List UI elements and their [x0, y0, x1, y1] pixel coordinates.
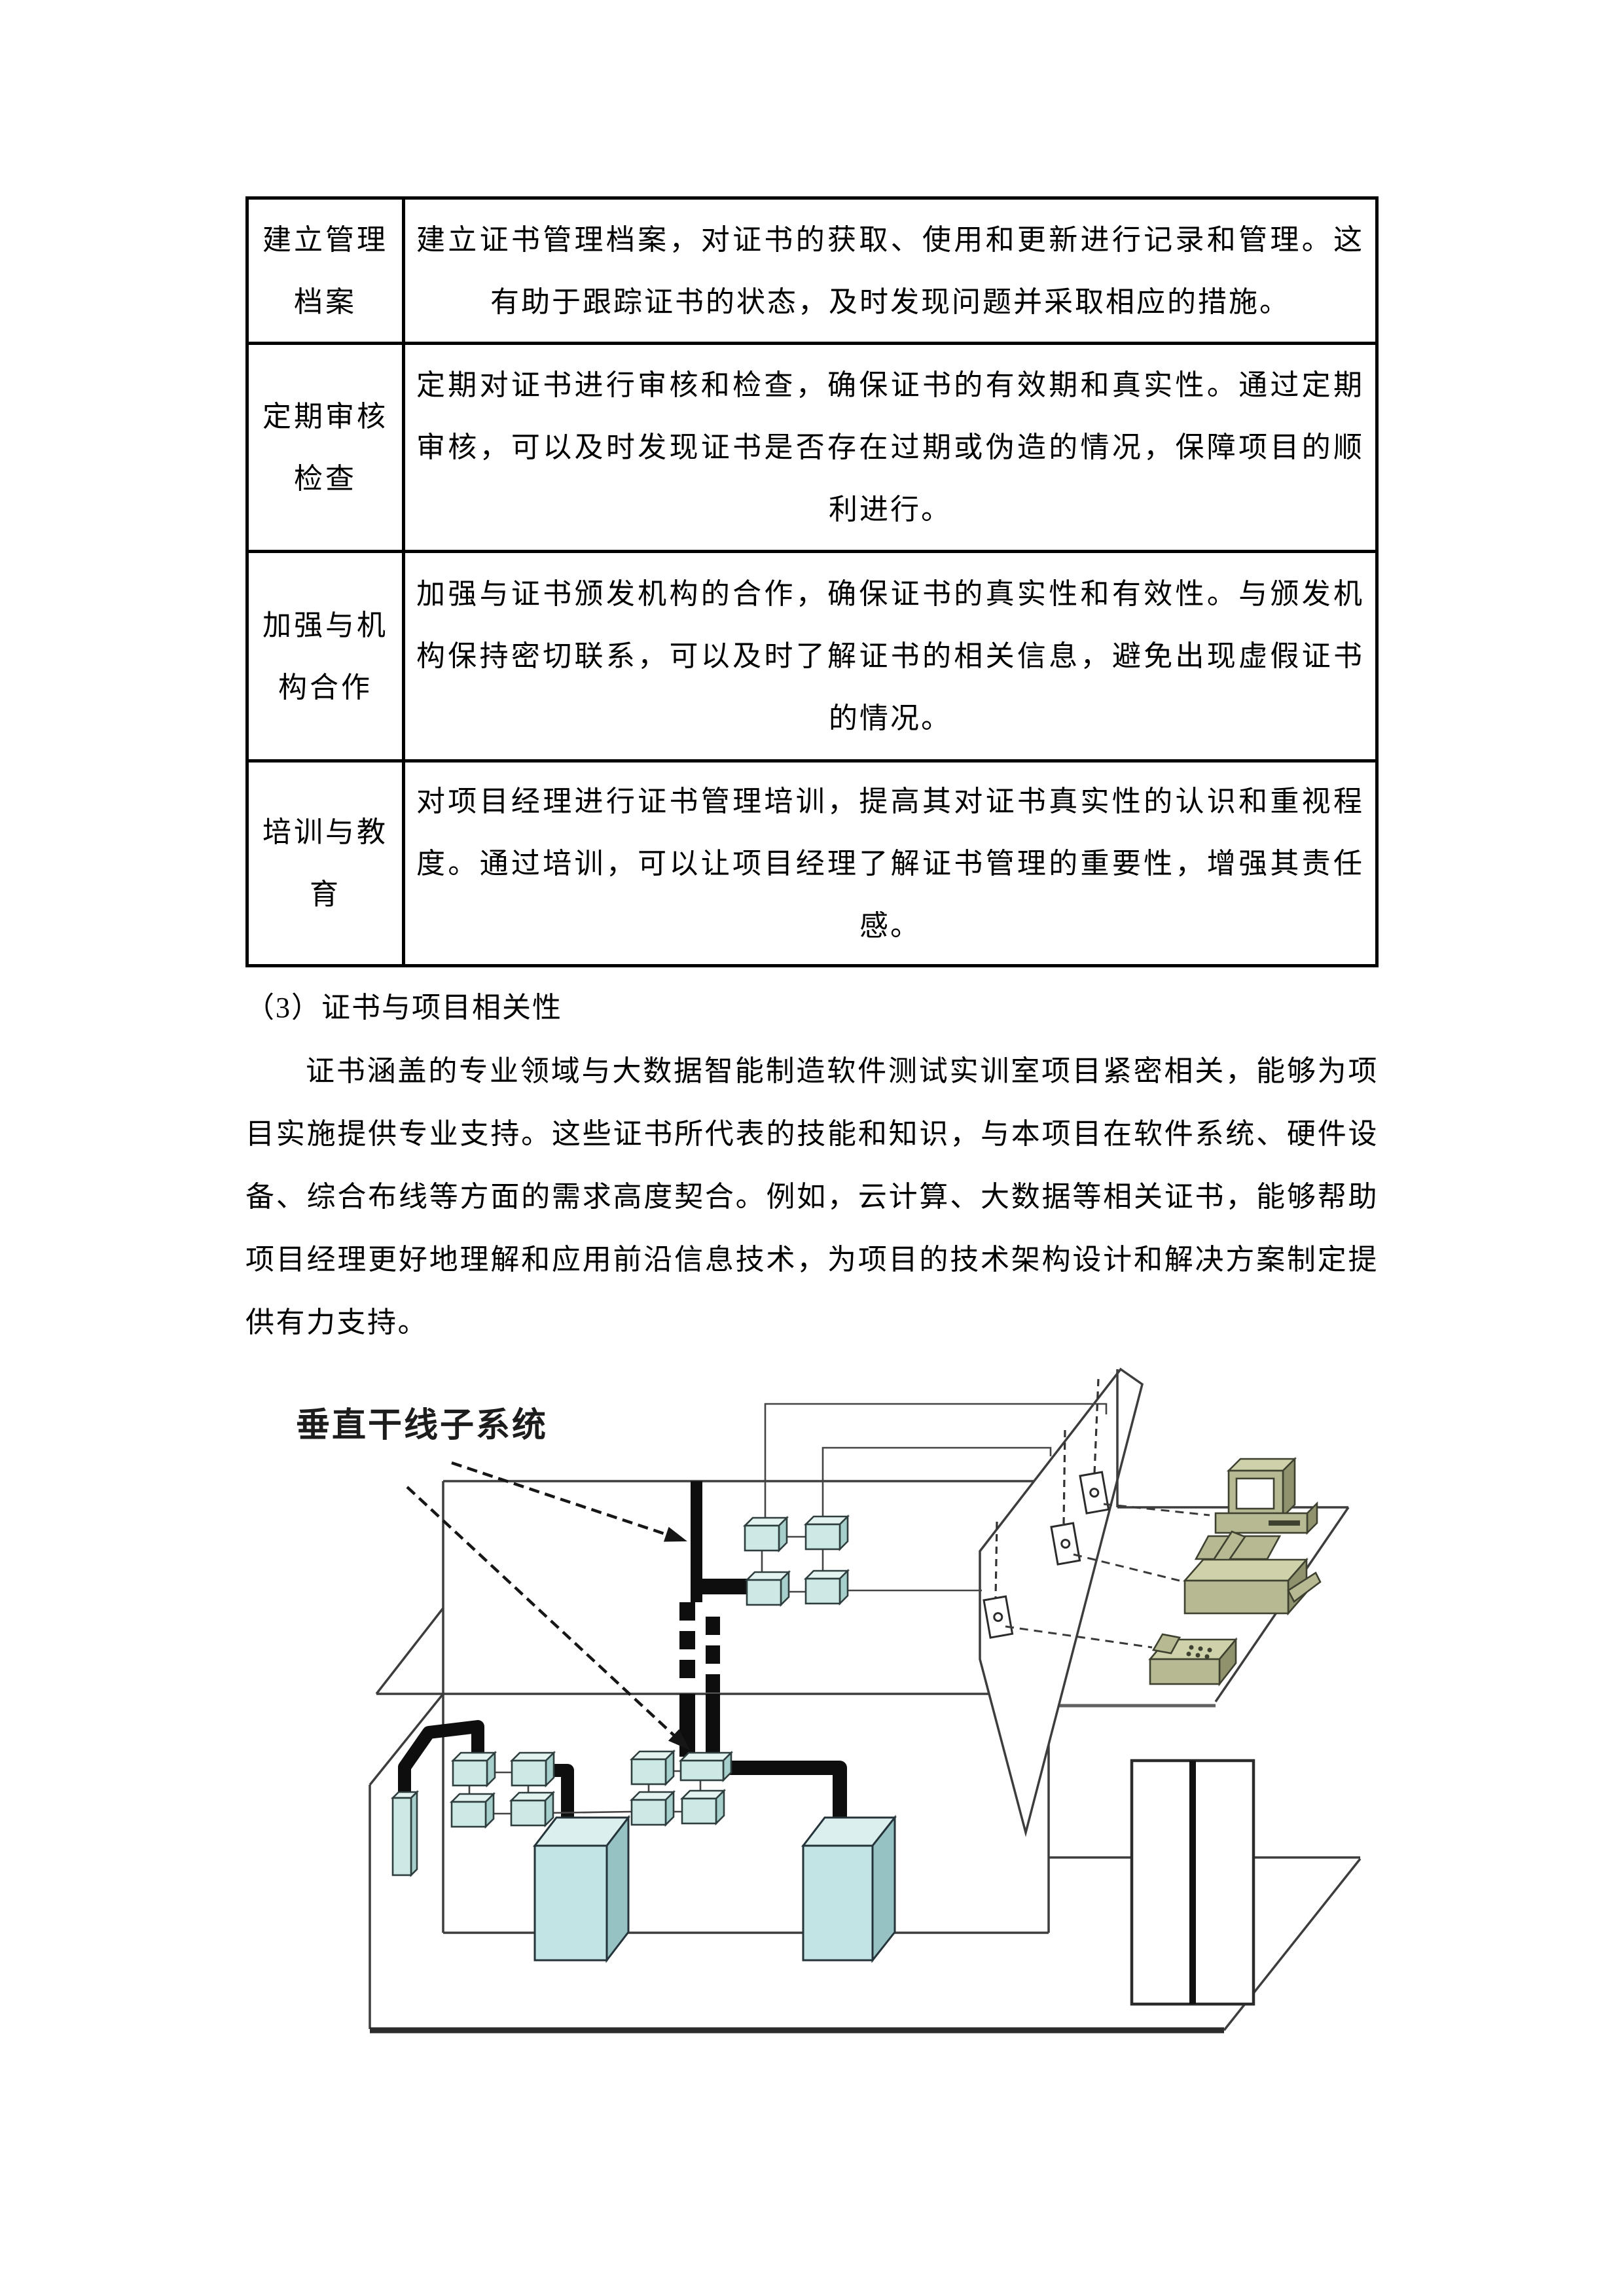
telephone-icon — [1148, 1633, 1238, 1687]
junction-box — [804, 1570, 849, 1605]
printer-icon — [1183, 1530, 1322, 1616]
row-content: 定期对证书进行审核和检查，确保证书的有效期和真实性。通过定期审核，可以及时发现证… — [402, 342, 1379, 553]
wall-outlet — [1050, 1522, 1081, 1566]
lower-wall-top-diagonal — [369, 1693, 444, 1786]
junction-box — [746, 1571, 790, 1606]
junction-box — [450, 1793, 495, 1828]
cabling-diagram: 垂直干线子系统 — [296, 1367, 1362, 2034]
junction-box — [630, 1750, 675, 1785]
callout-arrow-upper — [451, 1461, 676, 1539]
section-heading: （3）证书与项目相关性 — [245, 992, 562, 1024]
row-label: 建立管理档案 — [245, 196, 405, 345]
upper-junction-boxes — [744, 1515, 849, 1606]
equipment-cabinet-left — [532, 1814, 631, 1964]
wall-riser-box — [390, 1789, 420, 1878]
row-label: 定期审核检查 — [245, 342, 405, 553]
table-row: 建立管理档案 建立证书管理档案，对证书的获取、使用和更新进行记录和管理。这有助于… — [245, 196, 1379, 345]
callout-arrows — [406, 1461, 690, 1750]
wall-cable-drop-3 — [994, 1521, 998, 1598]
cable-run-2 — [821, 1446, 1052, 1524]
wall-outlet — [983, 1595, 1014, 1639]
wall-cable-drop-1 — [1093, 1378, 1100, 1474]
equipment-cabinet-right — [801, 1814, 897, 1964]
row-content: 对项目经理进行证书管理培训，提高其对证书真实性的认识和重视程度。通过培训，可以让… — [402, 759, 1379, 967]
outlet-to-phone-cord — [1005, 1625, 1153, 1649]
table-row: 培训与教育 对项目经理进行证书管理培训，提高其对证书真实性的认识和重视程度。通过… — [245, 759, 1379, 967]
outlet-wall — [979, 1367, 1144, 1837]
wall-outlet — [1079, 1471, 1110, 1515]
outlet-to-printer-cord — [1073, 1553, 1180, 1582]
backbone-lower-run-right — [706, 1694, 720, 1757]
horizontal-cable-runs — [764, 1403, 1210, 1649]
certificate-management-table: 建立管理档案 建立证书管理档案，对证书的获取、使用和更新进行记录和管理。这有助于… — [245, 196, 1379, 967]
callout-arrow-lower — [406, 1486, 682, 1743]
wall-cable-drop-2 — [1062, 1429, 1066, 1524]
backbone-upper-run — [691, 1481, 702, 1602]
row-label: 培训与教育 — [245, 759, 405, 967]
cable-run-1 — [764, 1403, 1108, 1526]
row-content: 建立证书管理档案，对证书的获取、使用和更新进行记录和管理。这有助于跟踪证书的状态… — [402, 196, 1379, 345]
lower-junction-boxes — [450, 1750, 734, 1828]
right-cabinet-feed-cable — [716, 1761, 847, 1830]
diagram-label: 垂直干线子系统 — [296, 1407, 548, 1444]
left-wall-riser-cable — [398, 1720, 484, 1814]
junction-box — [510, 1791, 554, 1827]
outlet-to-computer-cord — [1103, 1503, 1210, 1516]
row-content: 加强与证书颁发机构的合作，确保证书的真实性和有效性。与颁发机构保持密切联系，可以… — [402, 550, 1379, 762]
junction-box — [511, 1751, 555, 1787]
computer-icon — [1194, 1456, 1318, 1560]
junction-box — [744, 1516, 788, 1552]
junction-box — [681, 1789, 725, 1825]
elevator-shaft — [1130, 1759, 1255, 2006]
junction-box — [630, 1791, 675, 1826]
elevator-door-divider — [1189, 1761, 1196, 2004]
row-label: 加强与机构合作 — [245, 550, 405, 762]
body-paragraph: 证书涵盖的专业领域与大数据智能制造软件测试实训室项目紧密相关，能够为项目实施提供… — [245, 1055, 1379, 1338]
vertical-backbone-cable — [679, 1481, 720, 1757]
backbone-dashed-section — [679, 1602, 720, 1693]
junction-box — [452, 1751, 496, 1787]
backbone-junction-box — [678, 1750, 734, 1783]
distribution-cables — [398, 1579, 847, 1830]
junction-box — [804, 1515, 849, 1551]
slab-left-diagonal — [375, 1607, 444, 1695]
table-row: 定期审核检查 定期对证书进行审核和检查，确保证书的有效期和真实性。通过定期审核，… — [245, 342, 1379, 553]
table-row: 加强与机构合作 加强与证书颁发机构的合作，确保证书的真实性和有效性。与颁发机构保… — [245, 550, 1379, 762]
